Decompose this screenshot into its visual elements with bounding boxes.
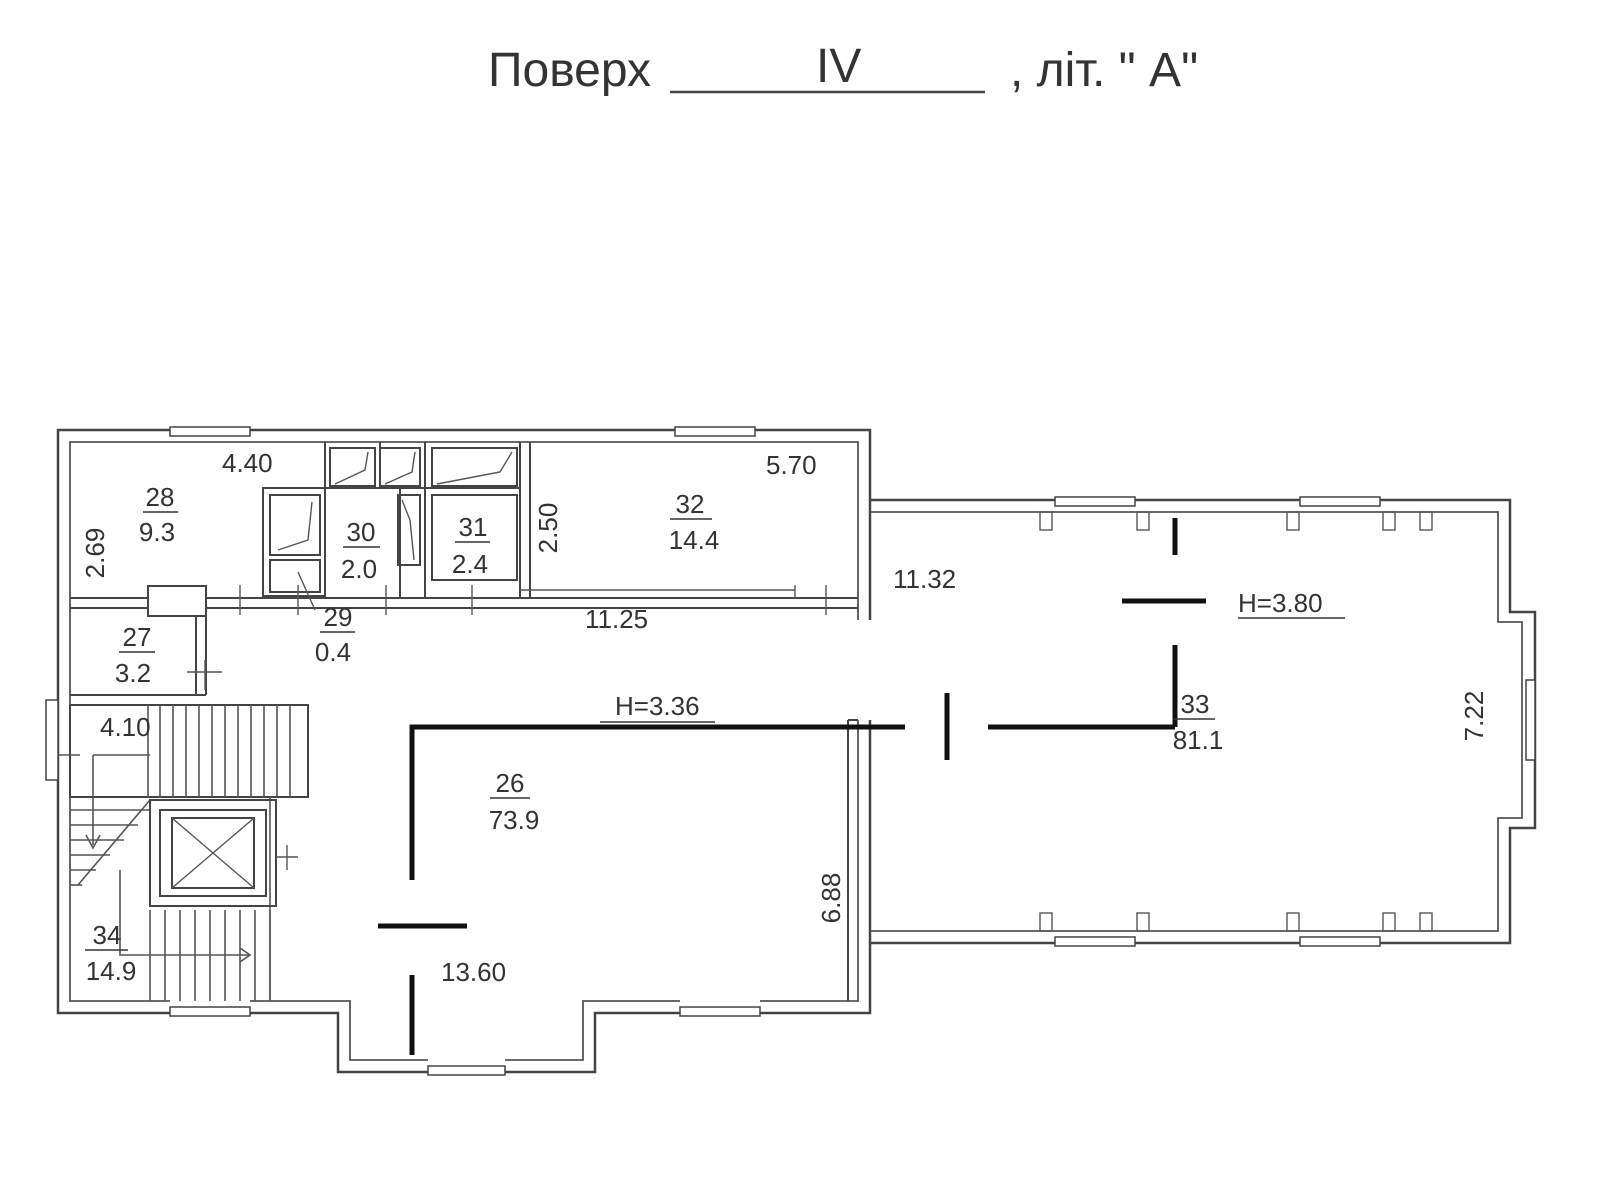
room-area: 73.9 <box>489 805 540 835</box>
lift-shaft <box>149 799 277 907</box>
room-number: 33 <box>1181 689 1210 719</box>
room-27: 27 3.2 <box>115 622 155 688</box>
room-area: 3.2 <box>115 658 151 688</box>
room-34: 34 14.9 <box>85 920 136 986</box>
dimension: 13.60 <box>441 957 506 987</box>
room-area: 2.0 <box>341 554 377 584</box>
room-number: 26 <box>496 768 525 798</box>
room-33: 33 81.1 <box>1173 689 1224 755</box>
room-area: 0.4 <box>315 637 351 667</box>
room-number: 34 <box>93 920 122 950</box>
dimension: 5.70 <box>766 450 817 480</box>
window <box>169 426 251 437</box>
window <box>45 699 59 781</box>
room-area: 9.3 <box>139 517 175 547</box>
partitions <box>70 442 858 1001</box>
pilasters <box>1039 511 1433 932</box>
room-31: 31 2.4 <box>452 512 490 579</box>
room-30: 30 2.0 <box>341 517 380 584</box>
room-labels: 28 9.3 30 2.0 31 2.4 32 14.4 27 3.2 29 0… <box>85 482 1223 986</box>
ceiling-heights: H=3.80 H=3.36 <box>600 588 1345 723</box>
dimension: 2.69 <box>80 528 110 579</box>
dimension: 6.88 <box>816 873 846 924</box>
dimension-labels: 4.40 5.70 2.69 2.50 11.32 11.25 4.10 7.2… <box>80 448 1489 987</box>
floor-number: IV <box>816 40 861 93</box>
dimension: 4.10 <box>100 712 151 742</box>
ceiling-height: H=3.80 <box>1238 588 1323 618</box>
room-28: 28 9.3 <box>139 482 178 547</box>
room-area: 2.4 <box>452 549 488 579</box>
dimension: 7.22 <box>1459 691 1489 742</box>
dimension: 11.25 <box>585 604 648 634</box>
window <box>1299 936 1381 947</box>
floor-label: Поверх <box>488 44 651 97</box>
room-26: 26 73.9 <box>489 768 540 835</box>
window <box>1525 679 1536 761</box>
new-partitions <box>378 518 1206 1055</box>
window <box>427 1065 506 1076</box>
plan-header: Поверх IV , літ. " А" <box>488 40 1198 97</box>
window <box>1299 496 1381 507</box>
room-29: 29 0.4 <box>315 602 355 667</box>
building-letter: , літ. " А" <box>1010 44 1198 97</box>
room-number: 28 <box>146 482 175 512</box>
window <box>1054 936 1136 947</box>
dimension: 2.50 <box>533 503 563 554</box>
room-number: 27 <box>123 622 152 652</box>
room-number: 31 <box>459 512 488 542</box>
dimension: 4.40 <box>222 448 273 478</box>
outer-walls <box>56 428 1537 1074</box>
room-number: 32 <box>676 489 705 519</box>
window <box>169 1006 251 1017</box>
room-area: 81.1 <box>1173 725 1224 755</box>
room-number: 30 <box>347 517 376 547</box>
window <box>679 1006 761 1017</box>
window <box>674 426 756 437</box>
staircase <box>58 704 309 1001</box>
windows <box>45 426 1536 1076</box>
window <box>1054 496 1136 507</box>
room-number: 29 <box>324 602 353 632</box>
ceiling-height: H=3.36 <box>615 691 700 721</box>
dimension: 11.32 <box>893 564 956 594</box>
room-area: 14.4 <box>669 525 720 555</box>
room-32: 32 14.4 <box>669 489 720 555</box>
room-area: 14.9 <box>86 956 137 986</box>
